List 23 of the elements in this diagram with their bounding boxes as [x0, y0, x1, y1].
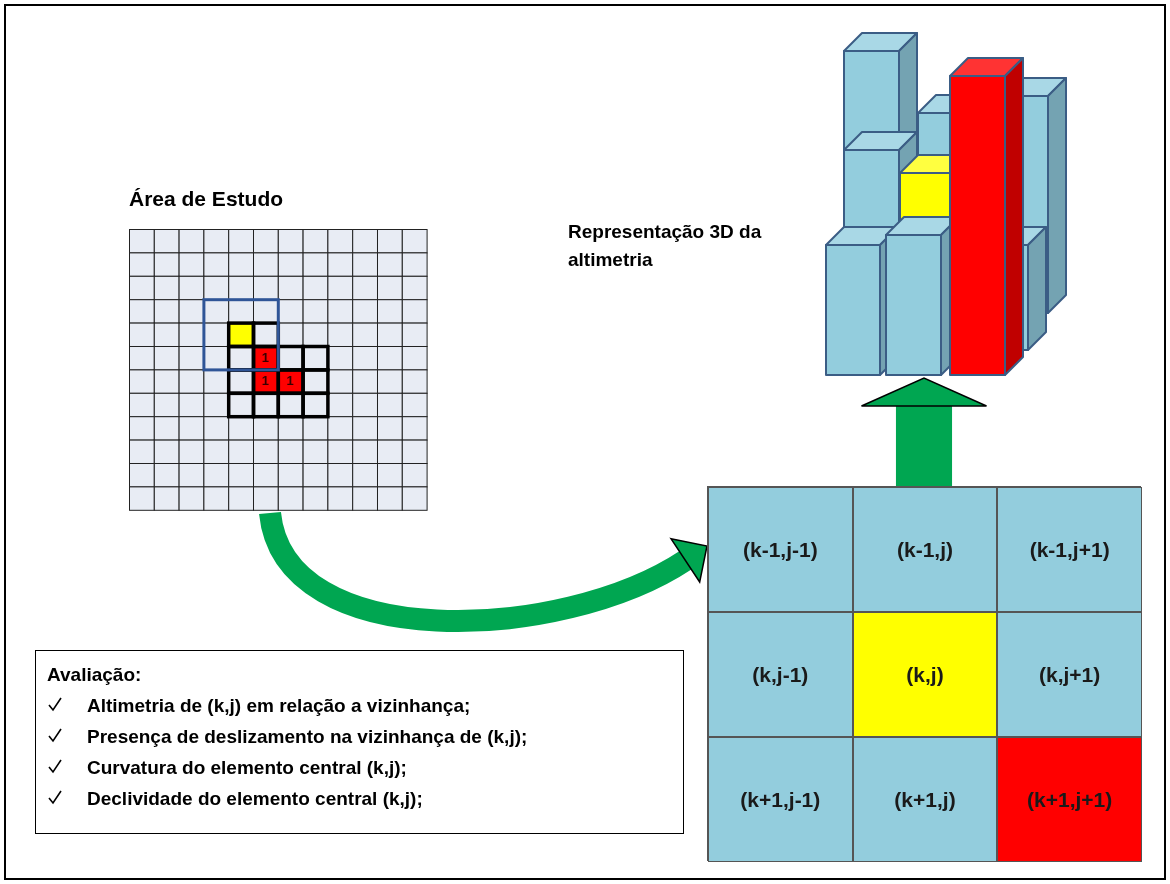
- matrix-cell: (k+1,j+1): [997, 737, 1142, 862]
- matrix-cell: (k,j+1): [997, 612, 1142, 737]
- picture-caption: Representação 3D da altimetria: [568, 220, 763, 272]
- criterion-text: Presença de deslizamento na vizinhança de (k,j);: [87, 725, 528, 749]
- cell-value: 1: [285, 372, 295, 391]
- matrix-cell: (k+1,j): [852, 737, 998, 862]
- matrix-cell: (k-1,j+1): [997, 487, 1142, 612]
- box-heading: Avaliação:: [47, 663, 143, 687]
- matrix-cell: (k-1,j): [852, 487, 998, 612]
- heading: Área de Estudo: [129, 186, 284, 212]
- arrow: [860, 377, 988, 486]
- arrow: [259, 510, 709, 632]
- evaluation-box: [35, 650, 684, 834]
- criterion-text: Declividade do elemento central (k,j);: [87, 787, 423, 811]
- cell-value: 1: [260, 348, 270, 367]
- matrix-cell: (k-1,j-1): [708, 487, 853, 612]
- neighborhood-matrix: [707, 486, 1141, 861]
- criterion-text: Altimetria de (k,j) em relação a vizinhança;: [87, 694, 471, 718]
- matrix-cell: (k+1,j-1): [708, 737, 853, 862]
- matrix-cell: (k,j): [852, 612, 998, 737]
- matrix-cell: (k,j-1): [708, 612, 853, 737]
- cell-value: 1: [260, 372, 270, 391]
- criterion-text: Curvatura do elemento central (k,j);: [87, 756, 407, 780]
